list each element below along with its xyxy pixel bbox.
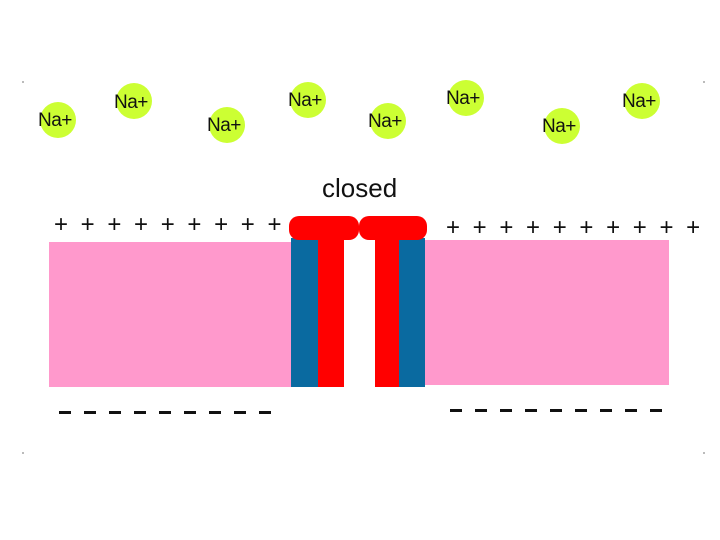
channel-protein-left-outer xyxy=(291,238,318,387)
ion-label: Na+ xyxy=(38,110,72,131)
positive-charges-left: + + + + + + + + + + xyxy=(54,211,312,238)
channel-gate-right xyxy=(359,216,427,240)
negative-charge xyxy=(184,411,196,414)
ion-circle xyxy=(448,80,484,116)
ion-label: Na+ xyxy=(368,111,402,132)
gate-state-label: closed xyxy=(322,173,398,203)
negative-charge xyxy=(450,409,462,412)
negative-charge xyxy=(84,411,96,414)
negative-charges-left xyxy=(59,401,284,419)
ion-label: Na+ xyxy=(114,92,148,113)
channel-protein-right-inner xyxy=(375,238,399,387)
channel-protein-left-inner xyxy=(318,238,344,387)
membrane-right xyxy=(424,240,669,385)
negative-charge xyxy=(500,409,512,412)
channel-protein-right-outer xyxy=(399,238,425,387)
ion-label: Na+ xyxy=(542,116,576,137)
negative-charge xyxy=(625,409,637,412)
channel-gate-left xyxy=(289,216,359,240)
negative-charge xyxy=(550,409,562,412)
membrane-left xyxy=(49,242,291,387)
ion-circle xyxy=(370,103,406,139)
negative-charge xyxy=(475,409,487,412)
negative-charge xyxy=(525,409,537,412)
ion-circle xyxy=(544,108,580,144)
ion-circle xyxy=(624,83,660,119)
corner-dot xyxy=(22,81,24,83)
ion-label: Na+ xyxy=(207,115,241,136)
negative-charge xyxy=(575,409,587,412)
negative-charge xyxy=(59,411,71,414)
ion-label: Na+ xyxy=(446,88,480,109)
negative-charge xyxy=(600,409,612,412)
negative-charge xyxy=(234,411,246,414)
ion-label: Na+ xyxy=(288,90,322,111)
negative-charge xyxy=(209,411,221,414)
ion-circle xyxy=(290,82,326,118)
corner-dot xyxy=(703,452,705,454)
corner-dot xyxy=(703,81,705,83)
negative-charges-right xyxy=(450,399,675,417)
corner-dot xyxy=(22,452,24,454)
negative-charge xyxy=(259,411,271,414)
negative-charge xyxy=(109,411,121,414)
positive-charges-right: + + + + + + + + + + xyxy=(446,214,704,241)
ion-label: Na+ xyxy=(622,91,656,112)
ion-circle xyxy=(209,107,245,143)
ion-circle xyxy=(116,83,152,119)
negative-charge xyxy=(159,411,171,414)
negative-charge xyxy=(134,411,146,414)
negative-charge xyxy=(650,409,662,412)
ion-circle xyxy=(40,102,76,138)
